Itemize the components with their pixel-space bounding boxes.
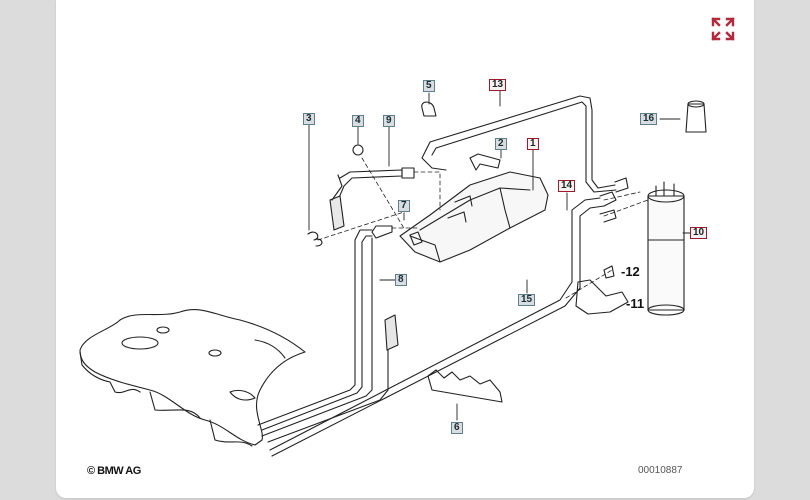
bolt-12-drawing — [603, 265, 615, 279]
callout-3[interactable]: 3 — [303, 113, 315, 125]
assembly-guides — [317, 157, 649, 299]
copyright-text: © BMW AG — [87, 465, 141, 477]
charcoal-canister-drawing — [399, 153, 549, 263]
callout-14[interactable]: 14 — [558, 180, 576, 192]
callout-2[interactable]: 2 — [495, 138, 507, 150]
callout-6[interactable]: 6 — [451, 422, 463, 434]
bracket-2-drawing — [469, 153, 501, 171]
callout-15[interactable]: 15 — [518, 294, 536, 306]
callout-7[interactable]: 7 — [398, 200, 410, 212]
callout-16[interactable]: 16 — [640, 113, 658, 125]
hose-9-drawing — [307, 167, 415, 247]
callout-5[interactable]: 5 — [423, 80, 435, 92]
fuel-tank-drawing — [79, 309, 306, 447]
document-number: 00010887 — [638, 465, 683, 476]
callout-leaders — [308, 90, 691, 421]
clamp-5-drawing — [421, 101, 437, 117]
callout-4[interactable]: 4 — [352, 115, 364, 127]
callout-9[interactable]: 9 — [383, 115, 395, 127]
callout-13[interactable]: 13 — [489, 79, 507, 91]
cap-16-drawing — [685, 100, 707, 133]
clip-6-drawing — [427, 369, 503, 403]
callout-10[interactable]: 10 — [690, 227, 708, 239]
callout-1[interactable]: 1 — [527, 138, 539, 150]
expand-arrows-icon — [711, 17, 735, 41]
callout-12[interactable]: -12 — [621, 264, 640, 279]
fuel-lines-drawing — [257, 191, 617, 457]
bracket-11-drawing — [575, 279, 629, 315]
diagram-card: 3 4 9 5 13 2 1 7 8 14 15 16 10 6 -12 -11… — [56, 0, 754, 498]
filter-10-drawing — [647, 181, 685, 316]
callout-11[interactable]: -11 — [626, 296, 645, 311]
callout-8[interactable]: 8 — [395, 274, 407, 286]
hose-13-drawing — [421, 95, 629, 193]
expand-button[interactable] — [710, 16, 736, 42]
parts-drawing — [79, 90, 707, 457]
nut-4-drawing — [352, 144, 364, 156]
